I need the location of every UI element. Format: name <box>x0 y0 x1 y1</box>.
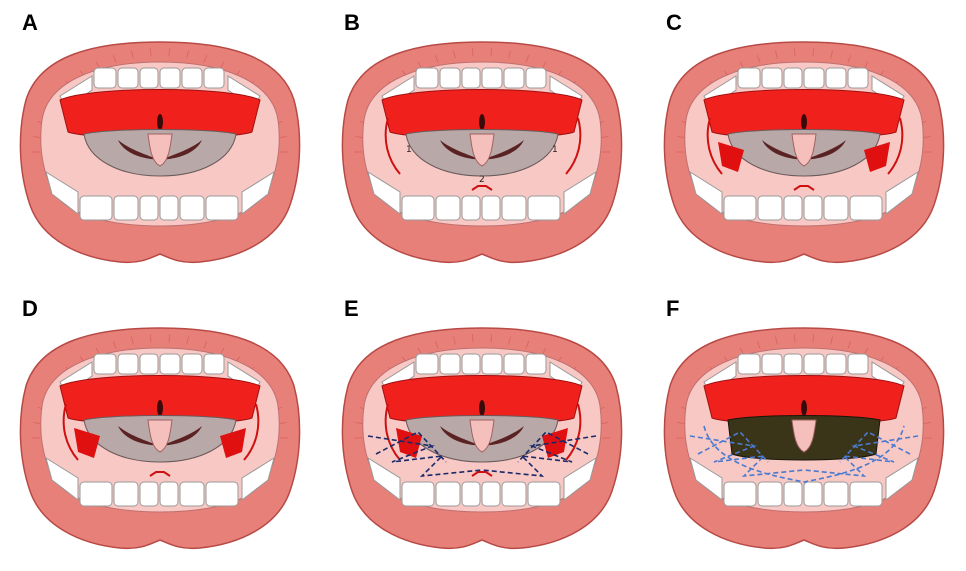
panel-c: C <box>644 0 966 285</box>
panel-e: E <box>322 286 644 571</box>
uvula-mark <box>479 114 485 130</box>
mouth-illustration <box>0 286 322 571</box>
mouth-illustration <box>322 286 644 571</box>
uvula-mark <box>801 114 807 130</box>
mouth-illustration <box>0 0 322 285</box>
incision-number-midline: 2 <box>479 175 485 185</box>
incision-number-left: 1 <box>406 145 412 155</box>
uvula-mark <box>157 114 163 130</box>
mouth-illustration <box>644 0 966 285</box>
incision-number-right: 1 <box>552 145 558 155</box>
panel-f: F <box>644 286 966 571</box>
uvula-mark <box>801 400 807 416</box>
mouth-illustration <box>644 286 966 571</box>
uvula-mark <box>157 400 163 416</box>
panel-d: D <box>0 286 322 571</box>
panel-a: A <box>0 0 322 285</box>
uvula-mark <box>479 400 485 416</box>
mouth-illustration: 1 1 2 <box>322 0 644 285</box>
